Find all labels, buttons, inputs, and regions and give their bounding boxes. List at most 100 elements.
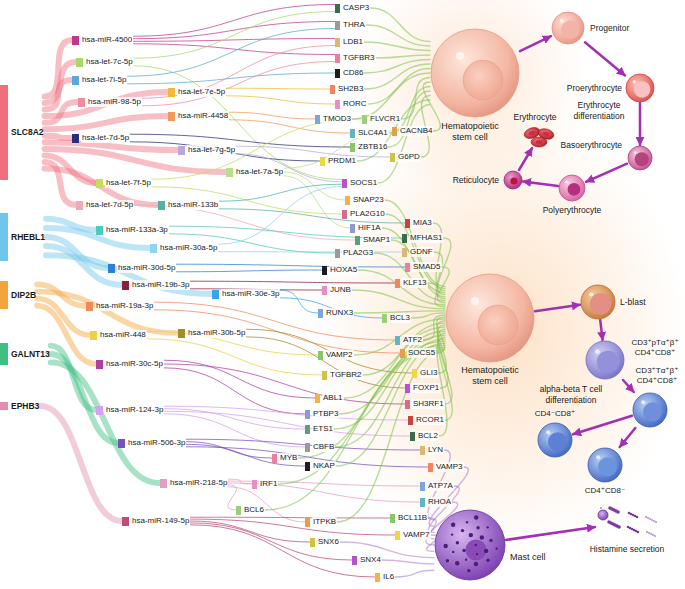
gene-mirna-flow xyxy=(45,116,168,129)
cell-part xyxy=(476,526,479,529)
target-cell-flow xyxy=(382,560,434,564)
target-marker xyxy=(345,196,350,205)
gene-node: GALNT13 xyxy=(0,343,51,365)
gene-node: EPHB3 xyxy=(0,402,40,410)
target-gene-label: JUNB xyxy=(329,285,352,295)
mirna-target-link xyxy=(186,444,305,466)
target-marker xyxy=(352,556,357,565)
target-gene-label: SOCS1 xyxy=(349,178,378,188)
target-gene-node: MFHAS1 xyxy=(402,233,443,243)
cell-illustration xyxy=(537,422,573,458)
target-marker xyxy=(305,518,310,527)
mirna-label: hsa-miR-30c-5p xyxy=(105,359,164,369)
mirna-target-link xyxy=(154,302,395,340)
mirna-label: hsa-let-7d-5p xyxy=(85,200,134,210)
cell-part xyxy=(495,547,497,549)
cell-part xyxy=(627,526,630,529)
cell-node: Mast cell xyxy=(434,509,506,581)
target-gene-node: MIA3 xyxy=(405,218,433,228)
target-marker xyxy=(305,462,310,471)
mirna-target-link xyxy=(128,29,336,77)
mirna-target-link xyxy=(176,270,322,272)
target-gene-node: TGFBR3 xyxy=(335,53,376,63)
target-gene-node: LYN xyxy=(420,445,444,455)
cell-part xyxy=(466,540,487,561)
mirna-marker xyxy=(96,226,103,235)
target-marker xyxy=(236,506,241,515)
mirna-marker xyxy=(118,439,125,448)
cell-part xyxy=(475,544,477,546)
target-cell-flow xyxy=(437,325,448,388)
cell-part xyxy=(461,529,464,532)
target-marker xyxy=(335,38,340,47)
target-gene-label: SLC4A1 xyxy=(357,128,389,138)
cell-illustration xyxy=(585,340,625,380)
mirna-label: hsa-miR-133b xyxy=(167,200,219,210)
cell-illustration xyxy=(558,174,586,202)
cell-part xyxy=(641,400,645,404)
cell-node: Polyerythrocyte xyxy=(558,174,586,202)
target-marker xyxy=(382,314,387,323)
mirna-label: hsa-miR-218-5p xyxy=(169,478,228,488)
target-marker xyxy=(390,153,395,162)
cell-illustration xyxy=(580,284,616,320)
mirna-node: hsa-let-7f-5p xyxy=(96,178,152,188)
target-gene-node: RUNX3 xyxy=(318,308,354,318)
mirna-label: hsa-miR-133a-3p xyxy=(105,225,169,235)
target-gene-node: PLA2G10 xyxy=(342,209,386,219)
cell-part xyxy=(552,12,584,44)
target-gene-label: ATF2 xyxy=(402,335,423,345)
target-gene-label: VAMP3 xyxy=(435,462,464,472)
cell-part xyxy=(510,177,517,184)
target-gene-label: MYB xyxy=(279,453,298,463)
cell-part xyxy=(456,52,464,60)
mirna-target-link xyxy=(133,44,335,55)
target-gene-label: PLA2G10 xyxy=(349,209,386,219)
target-gene-node: VAMP7 xyxy=(395,530,431,540)
target-gene-node: SOCS1 xyxy=(342,178,378,188)
target-gene-node: SMAP1 xyxy=(355,235,391,245)
gene-label: EPHB3 xyxy=(11,401,39,412)
cell-part xyxy=(474,562,478,566)
gene-mirna-flow xyxy=(45,136,72,138)
target-gene-label: RHOA xyxy=(427,497,452,507)
mirna-marker xyxy=(122,517,129,526)
mirna-target-link xyxy=(218,187,342,245)
mirna-label: hsa-miR-30e-3p xyxy=(221,289,280,299)
annotation: Erythrocyte differentiation xyxy=(566,100,632,121)
cell-node: CD4⁻CD8⁺ xyxy=(537,422,573,458)
target-gene-label: PLA2G3 xyxy=(342,248,374,258)
cell-part xyxy=(504,171,522,189)
cell-part xyxy=(590,293,611,314)
mirna-label: hsa-miR-98-5p xyxy=(87,97,142,107)
cell-part xyxy=(446,274,534,362)
differentiation-arrow xyxy=(585,42,625,75)
mirna-marker xyxy=(108,264,115,273)
cell-part xyxy=(504,298,508,302)
mirna-target-link xyxy=(228,483,420,502)
target-gene-node: ABL1 xyxy=(315,393,344,403)
target-marker xyxy=(305,425,310,434)
target-gene-label: CACNB4 xyxy=(399,126,433,136)
target-gene-node: KLF13 xyxy=(395,278,428,288)
target-gene-label: HOXA5 xyxy=(329,265,358,275)
mirna-target-link xyxy=(226,96,335,104)
cell-part xyxy=(463,60,503,100)
mirna-target-link xyxy=(190,521,310,542)
cell-part xyxy=(645,516,647,518)
target-cell-flow xyxy=(395,570,434,577)
mirna-node: hsa-let-7e-5p xyxy=(168,87,226,97)
target-cell-flow xyxy=(364,64,430,89)
cell-part xyxy=(633,393,667,427)
target-gene-node: IRF1 xyxy=(252,479,278,489)
cell-label: L-blast xyxy=(620,297,646,308)
cell-part xyxy=(487,526,489,528)
target-gene-node: BCL2 xyxy=(410,431,439,441)
mirna-target-link xyxy=(164,368,305,414)
target-gene-label: G6PD xyxy=(397,152,421,162)
target-gene-node: MYB xyxy=(272,453,298,463)
cell-part xyxy=(598,457,617,476)
mirna-label: hsa-miR-448 xyxy=(99,330,147,340)
mirna-marker xyxy=(160,479,167,488)
target-gene-label: MFHAS1 xyxy=(409,233,443,243)
